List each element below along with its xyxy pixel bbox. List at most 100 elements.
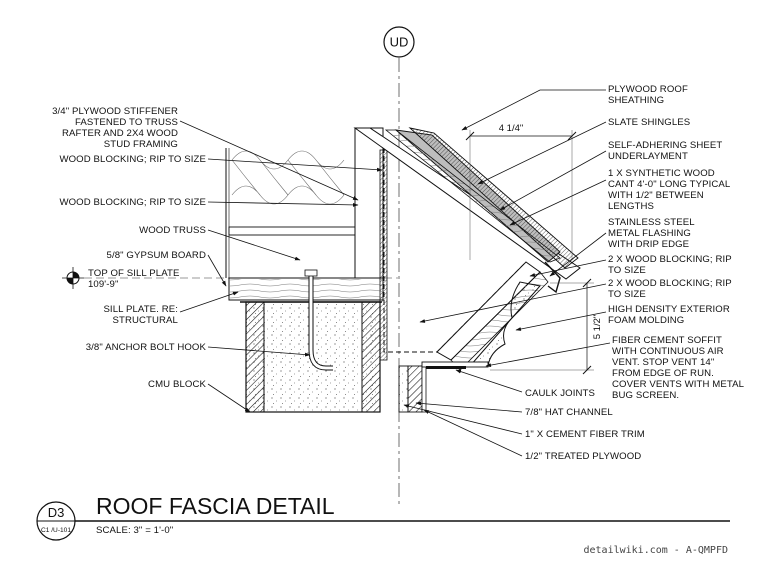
callout-leader xyxy=(207,254,227,287)
callout-leader xyxy=(549,232,607,277)
callout-label: RAFTER AND 2X4 WOOD xyxy=(62,128,178,139)
cmu-face-left xyxy=(245,301,265,413)
callout-label: SLATE SHINGLES xyxy=(608,117,690,128)
insulation-batt xyxy=(231,150,345,205)
callout-label: 3/4" PLYWOOD STIFFENER xyxy=(52,106,178,117)
hat-channel xyxy=(407,365,423,413)
callout-label: HIGH DENSITY EXTERIOR xyxy=(608,304,730,315)
callout-label: SELF-ADHERING SHEET xyxy=(608,140,722,151)
callout-label: METAL FLASHING xyxy=(608,228,691,239)
cmu-face-right xyxy=(361,301,381,413)
callouts-right-2: SLATE SHINGLES xyxy=(477,117,690,185)
elevation-marker: TOP OF SILL PLATE 109'-9" xyxy=(62,267,179,290)
grid-bubble-label: UD xyxy=(390,35,409,50)
callout-label: WITH 1/2" BETWEEN xyxy=(608,190,704,201)
callout-label: STAINLESS STEEL xyxy=(608,217,695,228)
callout-label: WOOD BLOCKING; RIP TO SIZE xyxy=(59,197,206,208)
callout-label: LENGTHS xyxy=(608,201,654,212)
dimension-horizontal: 4 1/4" xyxy=(465,123,577,260)
callouts-left-4: WOOD TRUSS xyxy=(139,225,301,261)
slate-shingles xyxy=(408,127,579,269)
anchor-bolt-hook-inner xyxy=(309,272,333,370)
callout-label: WOOD BLOCKING; RIP TO SIZE xyxy=(59,154,206,165)
callout-leader xyxy=(207,346,311,357)
callout-leader xyxy=(207,158,383,172)
callout-label: WOOD TRUSS xyxy=(139,225,206,236)
callout-label: VENT. STOP VENT 14" xyxy=(612,357,714,368)
callout-leader xyxy=(207,229,301,261)
callout-label: 1 X SYNTHETIC WOOD xyxy=(608,168,715,179)
title-block: D3 C1 /U-101 ROOF FASCIA DETAIL SCALE: 3… xyxy=(36,493,730,556)
callouts-left-2: WOOD BLOCKING; RIP TO SIZE xyxy=(59,154,383,172)
truss-bottom-chord xyxy=(228,226,356,236)
callout-label: COVER VENTS WITH METAL xyxy=(612,379,745,390)
elevation-label: TOP OF SILL PLATE xyxy=(88,268,179,279)
wall-and-roof-assembly xyxy=(84,58,581,508)
grid-bubble: UD xyxy=(383,26,415,58)
callout-leader xyxy=(477,121,607,185)
callout-label: FOAM MOLDING xyxy=(608,315,684,326)
callout-leader xyxy=(415,401,523,413)
metal-flashing-drip-edge xyxy=(544,261,561,294)
callout-leader xyxy=(419,283,607,323)
callout-leader xyxy=(403,404,523,435)
callout-leader xyxy=(179,291,239,313)
callout-label: 3/8" ANCHOR BOLT HOOK xyxy=(86,342,207,353)
callout-label: FASTENED TO TRUSS xyxy=(75,117,178,128)
callout-label: 1/2" TREATED PLYWOOD xyxy=(525,451,641,462)
callout-leader xyxy=(455,369,523,393)
soffit-vent xyxy=(426,366,466,369)
callouts-bottom-1: CAULK JOINTS xyxy=(455,369,595,399)
callout-label: 7/8" HAT CHANNEL xyxy=(525,407,613,418)
callout-label: 2 X WOOD BLOCKING; RIP xyxy=(608,278,732,289)
callouts-left-7: 3/8" ANCHOR BOLT HOOK xyxy=(86,342,311,357)
callout-label: STRUCTURAL xyxy=(113,315,179,326)
callout-label: CMU BLOCK xyxy=(148,379,206,390)
sill-plate-grain xyxy=(230,279,382,299)
foam-molding xyxy=(468,281,541,367)
dimension-vertical-label: 5 1/2" xyxy=(592,315,603,340)
callouts-bottom-4: 1/2" TREATED PLYWOOD xyxy=(423,409,641,462)
treated-plywood xyxy=(421,365,427,413)
dimension-vertical: 5 1/2" xyxy=(490,278,603,375)
callout-label: 5/8" GYPSUM BOARD xyxy=(107,250,206,261)
callout-leader xyxy=(423,409,523,457)
callout-label: WITH CONTINUOUS AIR xyxy=(612,346,724,357)
callout-label: UNDERLAYMENT xyxy=(608,151,688,162)
callout-leader xyxy=(207,383,251,413)
callouts-bottom-2: 7/8" HAT CHANNEL xyxy=(415,401,613,418)
callout-leader xyxy=(499,150,607,211)
callout-label: TO SIZE xyxy=(608,289,646,300)
detail-scale: SCALE: 3" = 1'-0" xyxy=(96,525,173,536)
anchor-nut xyxy=(304,269,318,277)
callout-label: 2 X WOOD BLOCKING; RIP xyxy=(608,254,732,265)
callout-leader xyxy=(485,342,611,368)
callout-label: WITH DRIP EDGE xyxy=(608,239,689,250)
callout-leader xyxy=(207,201,359,207)
callout-label: CAULK JOINTS xyxy=(525,388,595,399)
callout-label: PLYWOOD ROOF xyxy=(608,84,688,95)
cement-fiber-trim xyxy=(398,365,409,413)
callout-leader xyxy=(509,179,607,226)
callouts-left-5: 5/8" GYPSUM BOARD xyxy=(107,250,227,287)
detail-title: ROOF FASCIA DETAIL xyxy=(96,493,335,519)
callout-label: STUD FRAMING xyxy=(104,139,178,150)
callout-label: BUG SCREEN. xyxy=(612,390,679,401)
synthetic-wood-cant xyxy=(384,129,561,263)
elevation-value: 109'-9" xyxy=(88,279,118,290)
callout-leader xyxy=(529,259,607,277)
detail-number: D3 xyxy=(48,505,65,520)
callout-leader xyxy=(515,311,607,331)
callout-leader xyxy=(461,89,606,131)
callouts-left-8: CMU BLOCK xyxy=(148,379,251,413)
callout-label: CANT 4'-0" LONG TYPICAL xyxy=(608,179,731,190)
dimension-horizontal-label: 4 1/4" xyxy=(499,123,524,134)
